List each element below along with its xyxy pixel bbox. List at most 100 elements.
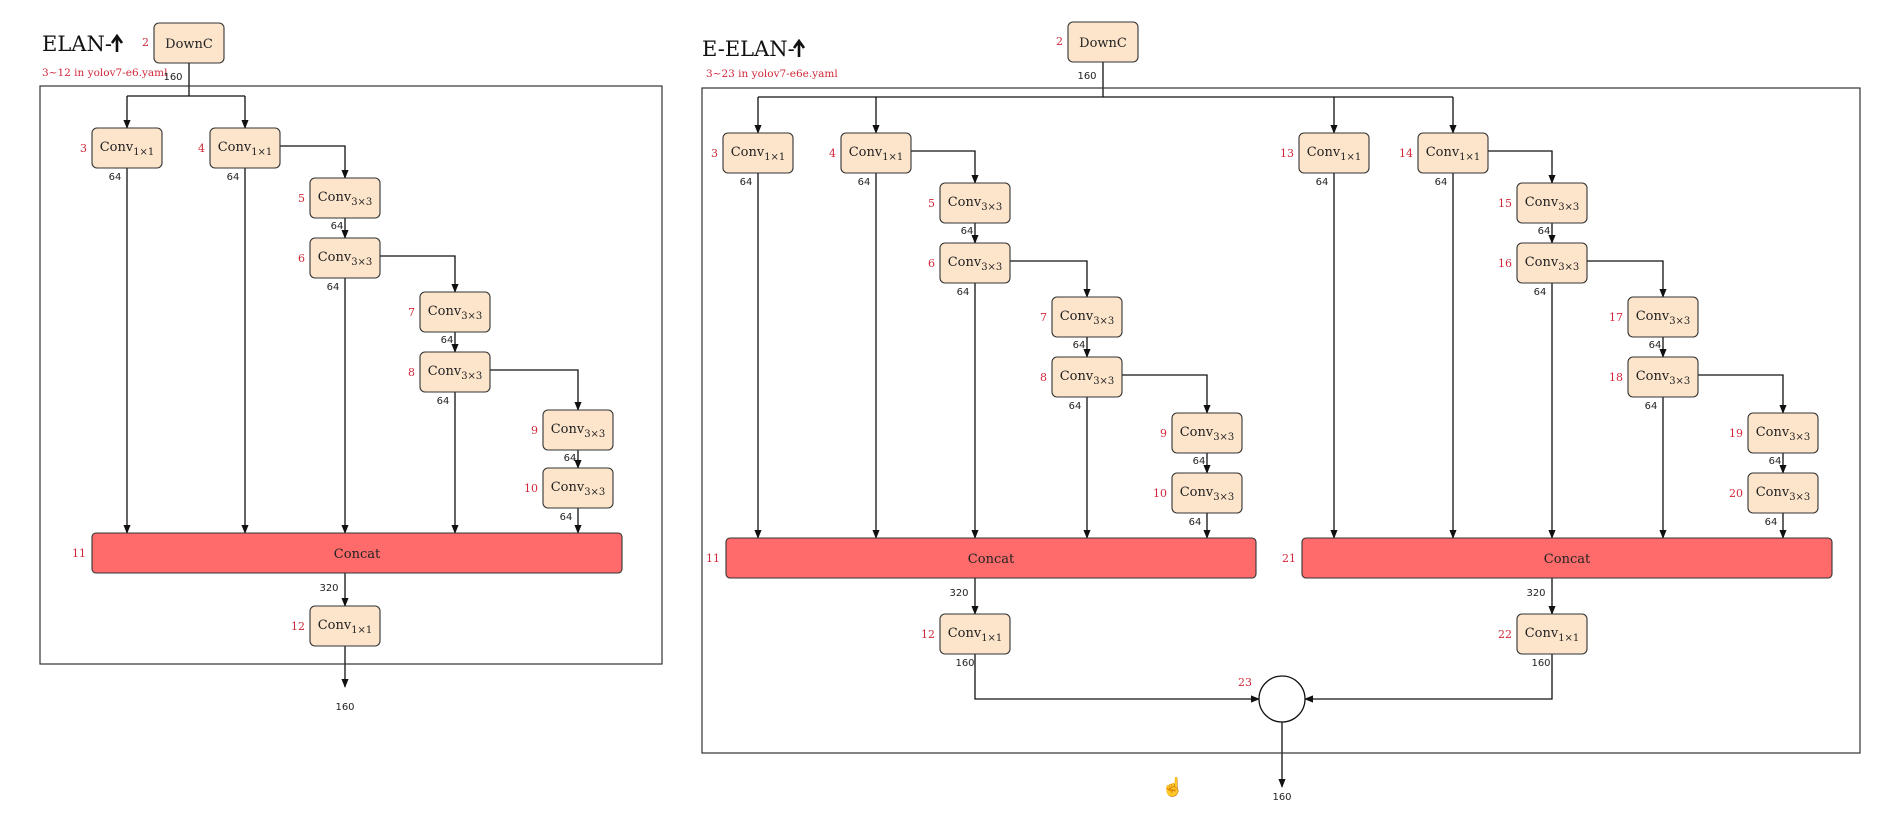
eelan-g1-index-4: 4: [829, 147, 836, 160]
eelan-g2-ch-13: 64: [1316, 177, 1329, 188]
eelan-g1-ch-6: 64: [957, 287, 970, 298]
elan-ch-9: 64: [564, 453, 577, 464]
elan-frame: [39, 85, 663, 665]
add-node: [1258, 675, 1306, 723]
elan-ch-3: 64: [109, 172, 122, 183]
eelan-g1-index-8: 8: [1040, 371, 1047, 384]
eelan-g2-index-22: 22: [1498, 628, 1512, 641]
up-arrow-icon: [792, 38, 806, 57]
eelan-g1-ch-10: 64: [1189, 517, 1202, 528]
elan-conv-9: [542, 409, 614, 451]
elan-index-8: 8: [408, 366, 415, 379]
eelan-frame: [701, 87, 1861, 754]
eelan-g2-ch-19: 64: [1769, 456, 1782, 467]
eelan-g2-index-18: 18: [1609, 371, 1623, 384]
elan-ch-7: 64: [441, 335, 454, 346]
eelan-g1-ch-8: 64: [1069, 401, 1082, 412]
elan-index-11: 11: [72, 547, 86, 560]
eelan-ch-downc: 160: [1077, 71, 1096, 82]
eelan-g1-index-3: 3: [711, 147, 718, 160]
eelan-g1-conv-6: [939, 242, 1011, 284]
connector-arrow: [1587, 260, 1667, 298]
elan-index-5: 5: [298, 192, 305, 205]
eelan-g2-index-16: 16: [1498, 257, 1512, 270]
eelan-index-2: 2: [1056, 35, 1063, 48]
eelan-g2-conv-19: [1747, 412, 1819, 454]
connector-arrow: [1488, 150, 1556, 184]
eelan-g1-index-5: 5: [928, 197, 935, 210]
connector-arrow: [280, 145, 349, 179]
elan-conv-12: [309, 605, 381, 647]
eelan-g1-ch-concat: 320: [949, 588, 968, 599]
eelan-g1-index-12: 12: [921, 628, 935, 641]
elan-conv-8: [419, 351, 491, 393]
eelan-g2-conv-18: [1627, 356, 1699, 398]
eelan-downc-label: DownC: [1079, 36, 1127, 51]
elan-conv-6: [309, 237, 381, 279]
eelan-g2-ch-17: 64: [1649, 340, 1662, 351]
elan-title: ELAN-: [42, 32, 112, 56]
elan-ch-10: 64: [560, 512, 573, 523]
connector-arrow: [1122, 374, 1211, 414]
eelan-g1-ch-3: 64: [740, 177, 753, 188]
connector-arrow: [1698, 374, 1787, 414]
eelan-g1-ch-9: 64: [1193, 456, 1206, 467]
eelan-g2-index-17: 17: [1609, 311, 1623, 324]
elan-note: 3~12 in yolov7-e6.yaml: [42, 67, 168, 79]
elan-ch-4: 64: [227, 172, 240, 183]
elan-ch-5: 64: [331, 221, 344, 232]
elan-ch-6: 64: [327, 282, 340, 293]
eelan-g2-concat: [1301, 537, 1833, 579]
eelan-g2-ch-18: 64: [1645, 401, 1658, 412]
eelan-g1-concat: [725, 537, 1257, 579]
hand-cursor-icon: ☝: [1162, 776, 1184, 798]
elan-index-4: 4: [198, 142, 205, 155]
elan-conv-4: [209, 127, 281, 169]
elan-ch-out: 160: [335, 702, 354, 713]
elan-ch-downc: 160: [163, 72, 182, 83]
connector-arrow: [911, 150, 979, 184]
eelan-g2-ch-14: 64: [1435, 177, 1448, 188]
eelan-ch-out: 160: [1272, 792, 1291, 803]
eelan-g2-conv-22: [1516, 613, 1588, 655]
eelan-g2-ch-concat: 320: [1526, 588, 1545, 599]
eelan-g2-conv-15: [1516, 182, 1588, 224]
connector-arrow: [1010, 260, 1091, 298]
elan-index-3: 3: [80, 142, 87, 155]
elan-ch-8: 64: [437, 396, 450, 407]
elan-downc: [153, 22, 225, 64]
eelan-g1-conv-12: [939, 613, 1011, 655]
up-arrow-icon: [110, 33, 124, 52]
eelan-g1-conv-3: [722, 132, 794, 174]
eelan-note: 3~23 in yolov7-e6e.yaml: [706, 68, 838, 80]
connector-arrow: [974, 654, 1260, 703]
eelan-g2-conv-17: [1627, 296, 1699, 338]
eelan-g1-conv-4: [840, 132, 912, 174]
eelan-g1-index-6: 6: [928, 257, 935, 270]
eelan-g1-ch-5: 64: [961, 226, 974, 237]
eelan-g1-ch-4: 64: [858, 177, 871, 188]
elan-concat: [91, 532, 623, 574]
connector-arrow: [490, 369, 582, 411]
elan-index-7: 7: [408, 306, 415, 319]
elan-index-12: 12: [291, 620, 305, 633]
eelan-title: E-ELAN-: [702, 37, 795, 61]
elan-ch-concat: 320: [319, 583, 338, 594]
eelan-g1-index-10: 10: [1153, 487, 1167, 500]
eelan-g2-conv-16: [1516, 242, 1588, 284]
eelan-g2-index-15: 15: [1498, 197, 1512, 210]
connector-arrow: [380, 255, 459, 293]
eelan-g2-index-19: 19: [1729, 427, 1743, 440]
eelan-g2-conv-13: [1298, 132, 1370, 174]
elan-concat-label: Concat: [334, 547, 381, 562]
eelan-g2-index-21: 21: [1282, 552, 1296, 565]
eelan-g2-concat-label: Concat: [1544, 552, 1591, 567]
eelan-g2-ch-16: 64: [1534, 287, 1547, 298]
eelan-g2-index-13: 13: [1280, 147, 1294, 160]
eelan-downc: [1067, 21, 1139, 63]
elan-conv-3: [91, 127, 163, 169]
connector-arrow: [1304, 654, 1553, 703]
eelan-g2-ch-final: 160: [1531, 658, 1550, 669]
eelan-g1-index-7: 7: [1040, 311, 1047, 324]
